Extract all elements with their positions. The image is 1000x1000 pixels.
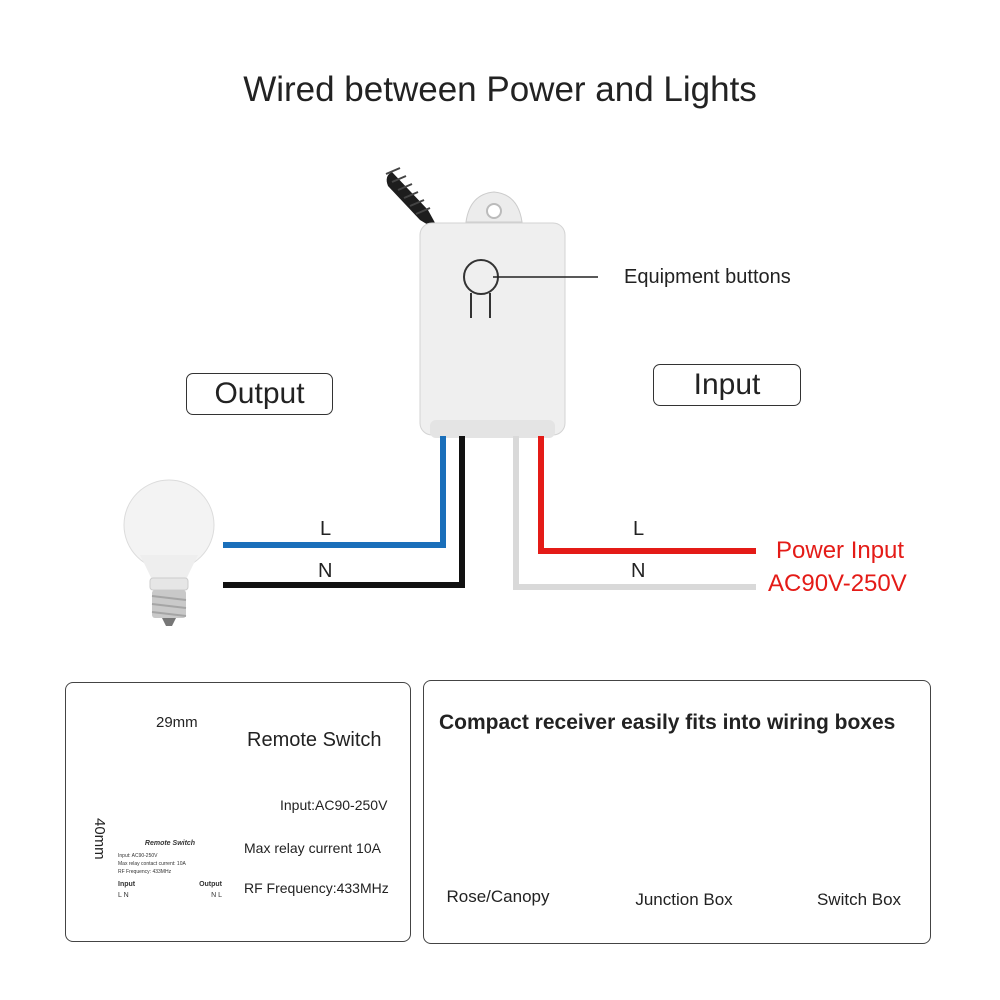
spec-title: Remote Switch: [247, 729, 382, 751]
device-label-output-terminals: N L: [211, 892, 222, 899]
device-label-title: Remote Switch: [144, 840, 196, 847]
power-range-label: AC90V-250V: [768, 570, 907, 597]
device-label-line2: Max relay contact current: 10A: [118, 861, 186, 867]
spec-relay: Max relay current 10A: [244, 840, 381, 856]
switch-box-label: Switch Box: [816, 890, 902, 909]
input-neutral-label: N: [631, 560, 646, 582]
spec-input: Input:AC90-250V: [280, 797, 388, 813]
device-label: Remote Switch Input: AC90-250V Max relay…: [118, 840, 222, 900]
input-live-label: L: [633, 518, 645, 540]
device-label-output: Output: [199, 881, 222, 888]
equipment-buttons-label: Equipment buttons: [624, 266, 791, 288]
light-bulb-icon: [123, 479, 215, 626]
device-label-line1: Input: AC90-250V: [118, 853, 158, 859]
device-label-input-terminals: L N: [118, 892, 129, 899]
height-dimension-text: 40mm: [91, 818, 108, 860]
output-live-wire: [223, 436, 446, 548]
output-neutral-label: N: [318, 560, 333, 582]
device-label-input: Input: [118, 881, 136, 888]
input-tag: Input: [653, 364, 801, 406]
page-title: Wired between Power and Lights: [243, 70, 757, 109]
rose-canopy-label: Rose/Canopy: [446, 887, 550, 906]
power-input-label: Power Input: [776, 537, 905, 564]
spec-rf: RF Frequency:433MHz: [244, 880, 389, 896]
width-dimension: 29mm: [156, 714, 198, 731]
junction-box-label: Junction Box: [635, 890, 733, 909]
output-neutral-wire: [223, 436, 465, 588]
output-tag: Output: [186, 373, 333, 415]
spec-panel: [65, 682, 411, 942]
input-neutral-wire: [513, 436, 756, 590]
wiring-boxes-panel: [423, 680, 931, 944]
receiver-device-icon: [419, 191, 598, 438]
output-live-label: L: [320, 518, 332, 540]
input-live-wire: [538, 436, 756, 554]
wiring-boxes-heading: Compact receiver easily fits into wiring…: [439, 711, 896, 734]
device-label-line3: RF Frequency: 433MHz: [118, 869, 172, 875]
antenna-icon: [385, 167, 440, 232]
